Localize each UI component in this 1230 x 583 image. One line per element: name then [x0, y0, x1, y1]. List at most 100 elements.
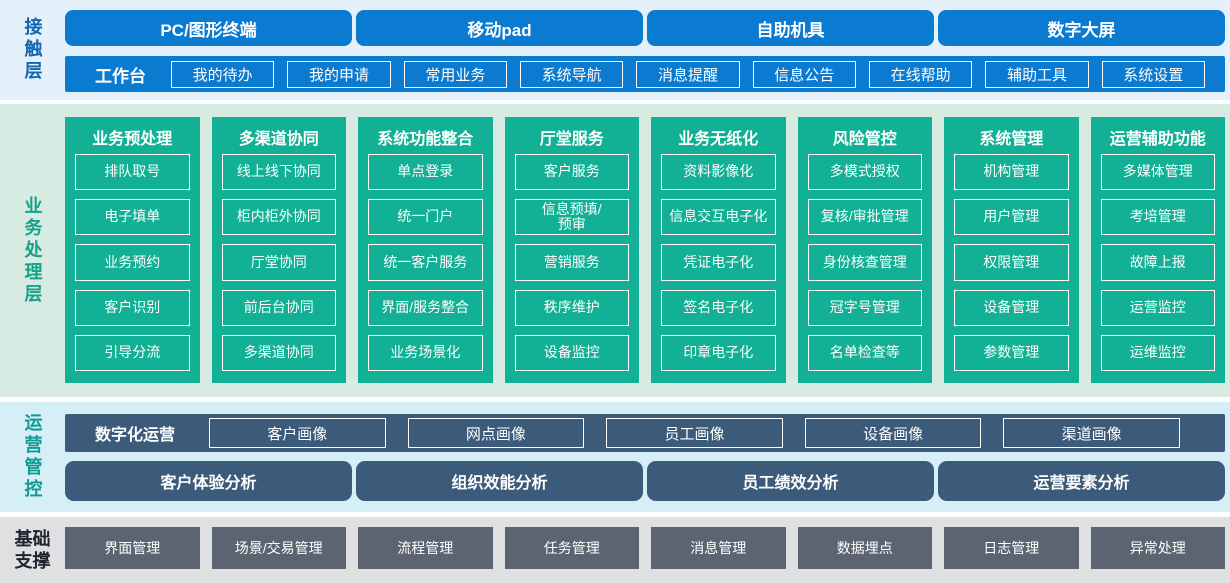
column-item: 统一客户服务 — [368, 244, 483, 281]
foundation-item-exception-handling: 异常处理 — [1090, 527, 1225, 569]
foundation-row: 界面管理 场景/交易管理 流程管理 任务管理 消息管理 数据埋点 日志管理 异常… — [65, 527, 1225, 569]
workbench-item-common-business: 常用业务 — [403, 60, 507, 88]
digital-operations-bar: 数字化运营 客户画像 网点画像 员工画像 设备画像 渠道画像 — [65, 414, 1225, 452]
workbench-item-applications: 我的申请 — [287, 60, 391, 88]
ops-layer-gutter: 运营管控 — [0, 402, 65, 512]
column-title: 风险管控 — [832, 131, 897, 148]
column-item: 资料影像化 — [661, 154, 776, 191]
column-item: 秩序维护 — [514, 289, 629, 326]
column-item: 多媒体管理 — [1100, 154, 1215, 191]
terminal-row: PC/图形终端 移动pad 自助机具 数字大屏 — [65, 10, 1225, 46]
workbench-label: 工作台 — [95, 66, 146, 86]
analysis-operation-elements: 运营要素分析 — [938, 461, 1225, 501]
business-columns: 业务预处理 排队取号 电子填单 业务预约 客户识别 引导分流 多渠道协同 线上线… — [65, 117, 1225, 383]
column-operation-auxiliary-functions: 运营辅助功能 多媒体管理 考培管理 故障上报 运营监控 运维监控 — [1090, 117, 1225, 383]
column-item: 单点登录 — [368, 154, 483, 191]
column-item: 机构管理 — [954, 154, 1069, 191]
column-item: 营销服务 — [514, 244, 629, 281]
portrait-item-branch: 网点画像 — [407, 418, 585, 448]
column-system-management: 系统管理 机构管理 用户管理 权限管理 设备管理 参数管理 — [944, 117, 1079, 383]
foundation-item-message-management: 消息管理 — [651, 527, 786, 569]
column-business-preprocessing: 业务预处理 排队取号 电子填单 业务预约 客户识别 引导分流 — [65, 117, 200, 383]
operations-management-layer: 运营管控 数字化运营 客户画像 网点画像 员工画像 设备画像 渠道画像 客户体验… — [0, 402, 1230, 512]
column-item: 权限管理 — [954, 244, 1069, 281]
column-item: 客户识别 — [75, 289, 190, 326]
column-item: 名单检查等 — [807, 334, 922, 372]
column-item: 前后台协同 — [221, 289, 336, 326]
column-item: 信息预填/ 预审 — [514, 199, 629, 236]
workbench-item-navigation: 系统导航 — [519, 60, 624, 88]
column-paperless-business: 业务无纸化 资料影像化 信息交互电子化 凭证电子化 签名电子化 印章电子化 — [651, 117, 786, 383]
column-item: 统一门户 — [368, 199, 483, 236]
portrait-item-employee: 员工画像 — [606, 418, 783, 448]
column-item: 界面/服务整合 — [368, 289, 483, 326]
terminal-self-service: 自助机具 — [647, 10, 934, 46]
column-item: 多模式授权 — [807, 154, 922, 191]
column-title: 业务预处理 — [92, 131, 173, 148]
workbench-item-online-help: 在线帮助 — [868, 60, 973, 88]
business-processing-layer: 业务处理层 业务预处理 排队取号 电子填单 业务预约 客户识别 引导分流 多渠道… — [0, 104, 1230, 397]
foundation-item-data-tracking: 数据埋点 — [797, 527, 932, 569]
column-item: 厅堂协同 — [221, 244, 336, 281]
workbench-item-message-alerts: 消息提醒 — [636, 60, 740, 88]
column-title: 业务无纸化 — [678, 131, 759, 148]
column-item: 签名电子化 — [661, 289, 776, 326]
column-item: 客户服务 — [514, 154, 629, 191]
column-item: 电子填单 — [75, 199, 190, 236]
column-item: 柜内柜外协同 — [221, 199, 336, 236]
portrait-item-channel: 渠道画像 — [1003, 418, 1180, 448]
column-item: 排队取号 — [75, 154, 190, 191]
column-item: 凭证电子化 — [661, 244, 776, 281]
column-title: 厅堂服务 — [539, 131, 604, 148]
analysis-row: 客户体验分析 组织效能分析 员工绩效分析 运营要素分析 — [65, 461, 1225, 501]
business-layer-gutter: 业务处理层 — [0, 104, 65, 397]
column-lobby-services: 厅堂服务 客户服务 信息预填/ 预审 营销服务 秩序维护 设备监控 — [504, 117, 639, 383]
workbench-item-auxiliary-tools: 辅助工具 — [985, 60, 1089, 88]
column-item: 运营监控 — [1100, 289, 1215, 326]
foundation-support-layer: 基础支撑 界面管理 场景/交易管理 流程管理 任务管理 消息管理 数据埋点 日志… — [0, 517, 1230, 583]
column-item: 信息交互电子化 — [661, 199, 776, 236]
foundation-item-process-management: 流程管理 — [358, 527, 493, 569]
column-item: 运维监控 — [1100, 334, 1215, 372]
column-item: 设备管理 — [954, 289, 1069, 326]
column-item: 业务场景化 — [368, 334, 483, 372]
terminal-digital-screen: 数字大屏 — [938, 10, 1225, 46]
column-title: 系统管理 — [979, 131, 1044, 148]
column-title: 运营辅助功能 — [1109, 131, 1206, 148]
column-item: 设备监控 — [514, 334, 629, 372]
column-item: 复核/审批管理 — [807, 199, 922, 236]
analysis-organizational-efficiency: 组织效能分析 — [356, 461, 643, 501]
portrait-item-customer: 客户画像 — [209, 418, 386, 448]
foundation-item-ui-management: 界面管理 — [65, 527, 200, 569]
ops-layer-label: 运营管控 — [22, 413, 43, 501]
column-item: 线上线下协同 — [221, 154, 336, 191]
contact-layer-label: 接触层 — [22, 17, 43, 83]
column-risk-control: 风险管控 多模式授权 复核/审批管理 身份核查管理 冠字号管理 名单检查等 — [797, 117, 932, 383]
workbench-bar: 工作台 我的待办 我的申请 常用业务 系统导航 消息提醒 信息公告 在线帮助 辅… — [65, 56, 1225, 92]
column-multichannel-collaboration: 多渠道协同 线上线下协同 柜内柜外协同 厅堂协同 前后台协同 多渠道协同 — [211, 117, 346, 383]
contact-layer: 接触层 PC/图形终端 移动pad 自助机具 数字大屏 工作台 我的待办 我的申… — [0, 0, 1230, 100]
column-item: 用户管理 — [954, 199, 1069, 236]
terminal-pc: PC/图形终端 — [65, 10, 352, 46]
column-item: 多渠道协同 — [221, 334, 336, 372]
business-layer-label: 业务处理层 — [22, 195, 43, 306]
contact-layer-gutter: 接触层 — [0, 0, 65, 100]
column-item: 业务预约 — [75, 244, 190, 281]
foundation-item-log-management: 日志管理 — [944, 527, 1079, 569]
column-item: 冠字号管理 — [807, 289, 922, 326]
foundation-layer-label: 基础支撑 — [14, 528, 51, 572]
column-title: 多渠道协同 — [238, 131, 319, 148]
workbench-item-announcements: 信息公告 — [752, 60, 856, 88]
workbench-item-todo: 我的待办 — [171, 60, 275, 88]
column-item: 印章电子化 — [661, 334, 776, 372]
analysis-customer-experience: 客户体验分析 — [65, 461, 352, 501]
terminal-mobile-pad: 移动pad — [356, 10, 643, 46]
foundation-item-task-management: 任务管理 — [504, 527, 639, 569]
digital-operations-label: 数字化运营 — [95, 427, 176, 444]
workbench-item-system-settings: 系统设置 — [1101, 60, 1205, 88]
column-system-function-integration: 系统功能整合 单点登录 统一门户 统一客户服务 界面/服务整合 业务场景化 — [358, 117, 493, 383]
foundation-item-scene-transaction: 场景/交易管理 — [211, 527, 346, 569]
column-item: 考培管理 — [1100, 199, 1215, 236]
column-title: 系统功能整合 — [377, 131, 474, 148]
